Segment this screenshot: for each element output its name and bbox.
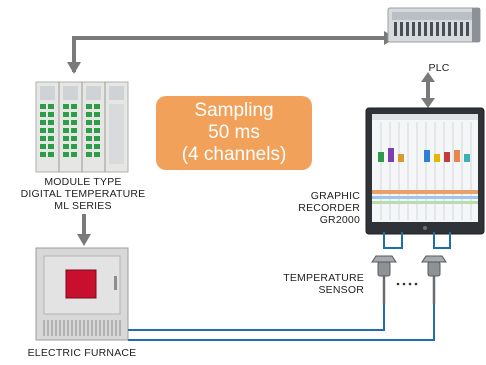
module-label-line-2: DIGITAL TEMPERATURE bbox=[20, 188, 146, 200]
recorder-label: GRAPHIC RECORDER GR2000 bbox=[274, 190, 360, 226]
recorder-label-line-2: RECORDER bbox=[298, 202, 360, 214]
arrow-module-to-plc bbox=[67, 31, 396, 74]
recorder-label-line-3: GR2000 bbox=[319, 214, 360, 226]
badge-line-2: 50 ms bbox=[208, 122, 260, 143]
furnace-label: ELECTRIC FURNACE bbox=[27, 347, 137, 359]
temperature-sensor-1 bbox=[371, 255, 397, 304]
arrow-plc-recorder bbox=[421, 72, 435, 108]
electric-furnace-device bbox=[35, 247, 129, 341]
module-label: MODULE TYPE DIGITAL TEMPERATURE ML SERIE… bbox=[2, 176, 164, 212]
plc-device bbox=[387, 7, 481, 43]
recorder-label-line-1: GRAPHIC bbox=[310, 190, 360, 202]
sensor-cables bbox=[128, 232, 451, 341]
module-label-line-1: MODULE TYPE bbox=[44, 176, 122, 188]
temperature-sensor-2 bbox=[421, 255, 447, 304]
ellipsis-dots bbox=[396, 282, 418, 286]
badge-line-3: (4 channels) bbox=[181, 144, 287, 165]
plc-label: PLC bbox=[428, 62, 450, 74]
arrow-module-to-furnace bbox=[77, 214, 91, 246]
ml-module-device bbox=[35, 81, 129, 173]
sampling-badge: Sampling 50 ms (4 channels) bbox=[156, 96, 312, 170]
graphic-recorder-device bbox=[365, 107, 485, 235]
sensor-label-line-2: SENSOR bbox=[318, 284, 364, 296]
sensor-label: TEMPERATURE SENSOR bbox=[272, 272, 364, 296]
module-label-line-3: ML SERIES bbox=[54, 200, 112, 212]
badge-line-1: Sampling bbox=[194, 100, 274, 121]
sensor-label-line-1: TEMPERATURE bbox=[283, 272, 364, 284]
